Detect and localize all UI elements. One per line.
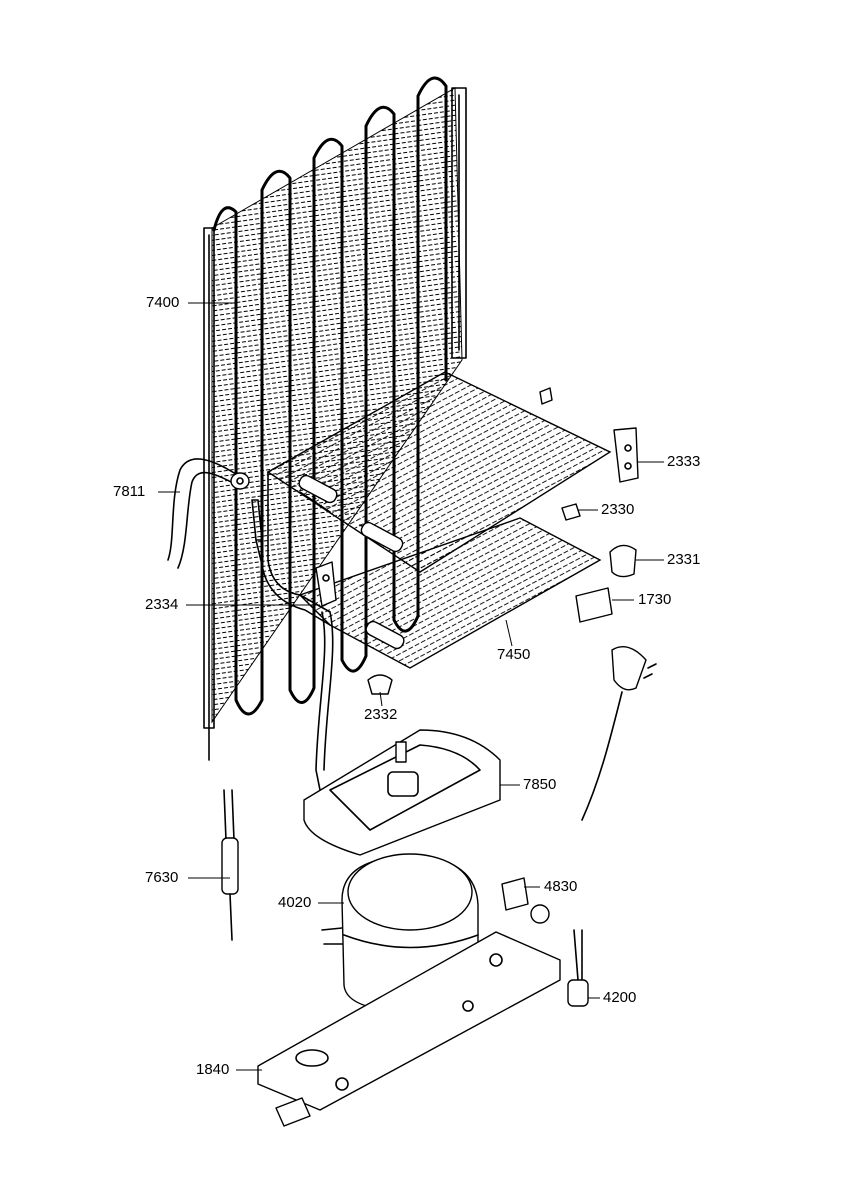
callout-7811: 7811	[113, 483, 146, 500]
callout-7450: 7450	[497, 646, 531, 663]
callout-1730: 1730	[638, 591, 672, 608]
callout-4020: 4020	[278, 894, 312, 911]
power-plug	[581, 646, 657, 821]
callout-1840: 1840	[196, 1061, 230, 1078]
base-plate-1840	[257, 931, 561, 1127]
part-2332	[367, 674, 393, 695]
drain-tube	[315, 611, 326, 801]
callout-2333: 2333	[667, 453, 701, 470]
part-2330	[561, 503, 581, 521]
callout-7400: 7400	[146, 294, 180, 311]
callout-7630: 7630	[145, 869, 179, 886]
callout-2332: 2332	[364, 706, 398, 723]
callout-4200: 4200	[603, 989, 637, 1006]
capacitor-4200	[567, 929, 589, 1007]
callout-4830: 4830	[544, 878, 578, 895]
part-top-small	[539, 387, 553, 405]
callout-2330: 2330	[601, 501, 635, 518]
callout-7850: 7850	[523, 776, 557, 793]
evaporator-7450	[251, 371, 612, 669]
part-1730	[575, 587, 613, 623]
relay-4830	[501, 877, 550, 924]
part-2331	[609, 544, 637, 578]
leader-lines	[158, 302, 664, 1071]
callout-2334: 2334	[145, 596, 179, 613]
drip-tray-7850	[303, 729, 501, 856]
suction-pipe-7811	[167, 458, 250, 569]
callout-2331: 2331	[667, 551, 701, 568]
clip-2334	[315, 561, 337, 607]
thermostat-7630	[221, 789, 239, 941]
part-2333	[613, 427, 639, 483]
